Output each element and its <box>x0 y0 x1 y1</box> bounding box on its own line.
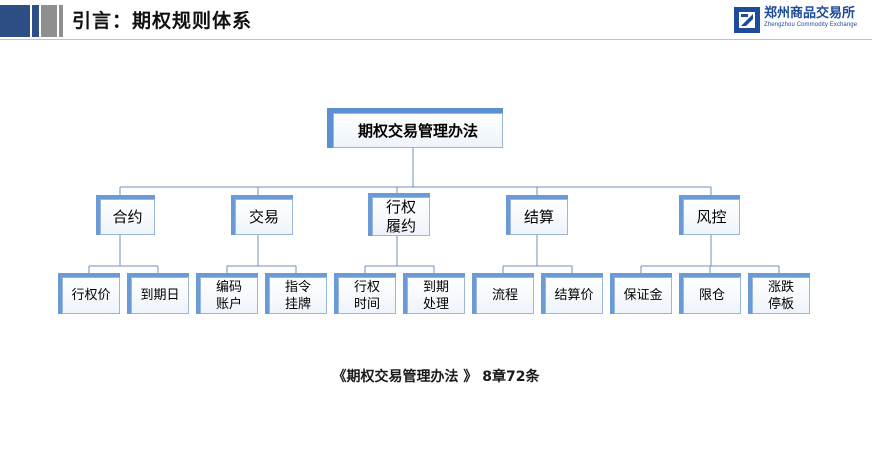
leaf-node: 编码账户 <box>196 273 258 314</box>
leaf-label: 编码账户 <box>200 277 258 314</box>
leaf-label: 到期日 <box>131 277 189 314</box>
leaf-node: 涨跌停板 <box>748 273 810 314</box>
category-node-contract: 合约 <box>96 195 155 235</box>
header-bar-block <box>59 5 63 37</box>
leaf-label: 指令挂牌 <box>269 277 327 314</box>
leaf-label: 行权价 <box>62 277 120 314</box>
leaf-label: 保证金 <box>614 277 672 314</box>
category-node-settlement: 结算 <box>506 195 568 235</box>
category-node-trading: 交易 <box>231 195 293 235</box>
category-node-exercise: 行权履约 <box>368 193 430 236</box>
leaf-node: 结算价 <box>541 273 603 314</box>
rules-caption: 《期权交易管理办法 》 8章72条 <box>332 369 540 385</box>
leaf-node: 流程 <box>472 273 534 314</box>
leaf-node: 保证金 <box>610 273 672 314</box>
leaf-node: 行权时间 <box>334 273 396 314</box>
category-node-risk-control: 风控 <box>679 195 740 235</box>
logo-chinese-name: 郑州商品交易所 <box>764 6 856 21</box>
category-label: 结算 <box>510 199 568 235</box>
leaf-label: 限仓 <box>683 277 741 314</box>
logo-english-name: Zhengzhou Commodity Exchange <box>764 22 858 28</box>
leaf-label: 到期处理 <box>407 277 465 314</box>
leaf-label: 行权时间 <box>338 277 396 314</box>
leaf-label: 流程 <box>476 277 534 314</box>
root-node: 期权交易管理办法 <box>327 108 503 148</box>
exchange-logo: 郑州商品交易所 Zhengzhou Commodity Exchange <box>734 5 864 35</box>
header-bar-block <box>41 5 57 37</box>
leaf-label: 涨跌停板 <box>752 277 810 314</box>
leaf-node: 限仓 <box>679 273 741 314</box>
category-label: 合约 <box>100 199 155 235</box>
category-label: 交易 <box>235 199 293 235</box>
category-label: 行权履约 <box>372 197 430 236</box>
header-divider <box>0 39 872 40</box>
leaf-node: 指令挂牌 <box>265 273 327 314</box>
leaf-node: 到期处理 <box>403 273 465 314</box>
leaf-node: 到期日 <box>127 273 189 314</box>
slide-header: 引言：期权规则体系 郑州商品交易所 Zhengzhou Commodity Ex… <box>0 0 872 42</box>
header-bar-block <box>32 5 39 37</box>
leaf-label: 结算价 <box>545 277 603 314</box>
leaf-node: 行权价 <box>58 273 120 314</box>
category-label: 风控 <box>683 199 740 235</box>
header-bar-block <box>0 5 30 37</box>
root-node-label: 期权交易管理办法 <box>333 113 503 148</box>
page-title: 引言：期权规则体系 <box>72 10 253 32</box>
exchange-logo-icon <box>734 7 760 33</box>
